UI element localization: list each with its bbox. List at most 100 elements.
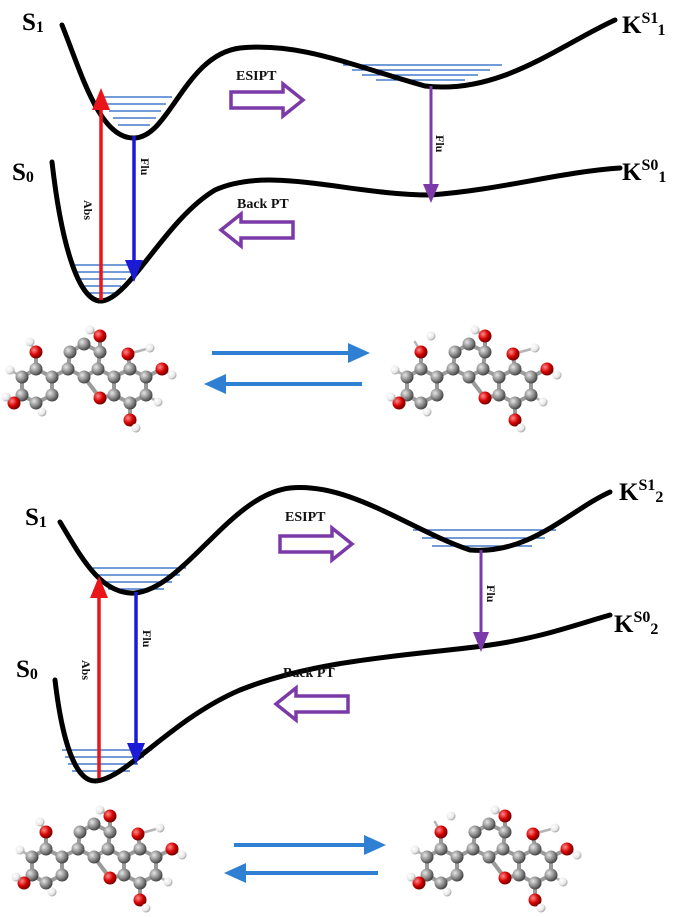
back-pt-label-2: Back PT <box>283 666 335 681</box>
carbon-atom <box>446 362 460 376</box>
oxygen-atom <box>39 825 53 839</box>
hydrogen-atom <box>1 392 11 402</box>
oxygen-atom <box>133 893 147 907</box>
s1-state-label: S1 <box>22 9 44 36</box>
esipt-label: ESIPT <box>236 69 277 84</box>
carbon-atom <box>93 345 107 359</box>
carbon-atom <box>414 396 428 410</box>
carbon-atom <box>55 868 69 882</box>
hydrogen-atom <box>550 823 560 833</box>
hydrogen-atom <box>85 325 95 335</box>
carbon-atom <box>414 362 428 376</box>
carbon-atom <box>117 850 131 864</box>
hydrogen-atom <box>536 903 546 913</box>
oxygen-atom <box>93 329 107 343</box>
hydrogen-atom <box>163 877 173 887</box>
flu-label-right-2: Flu <box>484 585 498 603</box>
s0-potential-curve <box>49 159 623 304</box>
hydrogen-atom <box>25 337 35 347</box>
oxygen-atom <box>7 396 21 410</box>
hydrogen-atom <box>15 845 25 855</box>
s1-state-label-2: S1 <box>25 504 47 531</box>
hydrogen-atom <box>131 423 141 433</box>
oxygen-atom <box>528 893 542 907</box>
carbon-atom <box>492 388 506 402</box>
flu-label-right: Flu <box>433 135 447 153</box>
hydrogen-atom <box>490 805 500 815</box>
carbon-atom <box>101 842 115 856</box>
carbon-atom <box>492 370 506 384</box>
oxygen-atom <box>498 871 512 885</box>
oxygen-atom <box>93 391 107 405</box>
carbon-atom <box>39 842 53 856</box>
hydrogen-atom <box>446 811 456 821</box>
hydrogen-atom <box>572 850 582 860</box>
hydrogen-atom <box>155 823 165 833</box>
carbon-atom <box>434 842 448 856</box>
carbon-atom <box>123 396 137 410</box>
hydrogen-atom <box>386 392 396 402</box>
flu-arrow-k-states-2 <box>473 550 489 652</box>
oxygen-atom <box>29 345 43 359</box>
hydrogen-atom <box>177 850 187 860</box>
carbon-atom <box>117 868 131 882</box>
oxygen-atom <box>17 876 31 890</box>
carbon-atom <box>512 868 526 882</box>
carbon-atom <box>29 362 43 376</box>
s1-potential-curve <box>59 17 618 141</box>
s1-vibrational-levels <box>103 96 172 126</box>
oxygen-atom <box>508 413 522 427</box>
flu-arrow-s1-s0 <box>125 136 143 282</box>
hydrogen-atom <box>410 845 420 855</box>
hydrogen-atom <box>558 877 568 887</box>
k-s1-state-label-2: KS12 <box>619 477 663 506</box>
flu-arrow-s1-s0-2 <box>127 592 145 765</box>
carbon-atom <box>400 370 414 384</box>
carbon-atom <box>400 388 414 402</box>
carbon-atom <box>508 362 522 376</box>
carbon-atom <box>77 337 91 351</box>
carbon-atom <box>45 370 59 384</box>
s0-state-label-2: S0 <box>16 656 38 683</box>
carbon-atom <box>15 370 29 384</box>
carbon-atom <box>478 345 492 359</box>
abs-arrow <box>92 88 110 300</box>
oxygen-atom <box>412 876 426 890</box>
carbon-atom <box>123 362 137 376</box>
carbon-atom <box>139 388 153 402</box>
hydrogen-atom <box>153 397 163 407</box>
carbon-atom <box>430 370 444 384</box>
hydrogen-atom <box>552 370 562 380</box>
carbon-atom <box>87 817 101 831</box>
panel-1: ESIPT Back PT Abs Flu Flu S1 S0 KS11 KS0… <box>12 9 666 304</box>
carbon-atom <box>63 345 77 359</box>
carbon-atom <box>55 850 69 864</box>
oxygen-atom <box>478 329 492 343</box>
oxygen-atom <box>123 413 137 427</box>
molecule-1-enol <box>1 325 177 433</box>
carbon-atom <box>107 388 121 402</box>
s1-potential-curve-2 <box>57 484 613 596</box>
equilibrium-arrows-2 <box>224 835 386 883</box>
k-s0-state-label: KS01 <box>622 157 666 186</box>
hydrogen-atom <box>390 365 400 375</box>
carbon-atom <box>450 868 464 882</box>
hydrogen-atom <box>422 407 432 417</box>
molecule-2-enol <box>11 805 187 913</box>
oxygen-atom <box>478 391 492 405</box>
oxygen-atom <box>165 842 179 856</box>
oxygen-atom <box>498 809 512 823</box>
esipt-arrow <box>229 80 306 120</box>
carbon-atom <box>103 825 117 839</box>
oxygen-atom <box>155 362 169 376</box>
carbon-atom <box>544 868 558 882</box>
hydrogen-atom <box>35 817 45 827</box>
hydrogen-atom <box>95 805 105 815</box>
oxygen-atom <box>560 842 574 856</box>
carbon-atom <box>482 850 496 864</box>
oxygen-atom <box>103 871 117 885</box>
carbon-atom <box>107 370 121 384</box>
back-pt-arrow <box>218 210 295 250</box>
carbon-atom <box>133 842 147 856</box>
